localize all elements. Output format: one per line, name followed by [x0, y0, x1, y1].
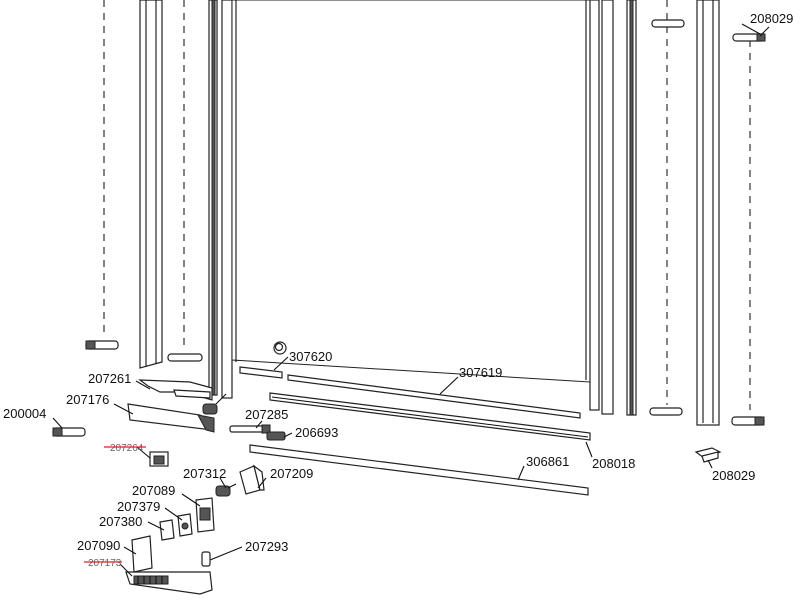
spring-206693	[266, 431, 286, 441]
part-number-labels: 208029 307620 307619 207261 207176 20000…	[3, 11, 793, 569]
cap-207090	[131, 535, 153, 573]
bracket-208029	[694, 447, 722, 463]
pin-207293	[201, 551, 211, 567]
axle-207285	[229, 424, 271, 434]
label-207379: 207379	[117, 499, 160, 514]
label-207173-obsolete: 207173	[88, 558, 122, 569]
clip-207264	[149, 451, 169, 467]
screw-207312	[215, 483, 237, 497]
insert-207379	[177, 513, 193, 537]
label-207380: 207380	[99, 514, 142, 529]
insert-207380	[159, 519, 175, 541]
label-207209: 207209	[270, 466, 313, 481]
label-207264-obsolete: 207264	[110, 443, 144, 454]
label-306861: 306861	[526, 454, 569, 469]
bottom-seal-307619	[287, 374, 581, 419]
glass-panel	[231, 0, 591, 383]
guide-rail-208018	[269, 392, 591, 441]
right-bottom-pins	[649, 407, 765, 426]
cover-207176	[127, 403, 215, 433]
leader-lines	[52, 26, 770, 577]
cap-207209	[239, 464, 265, 495]
spring-roller	[202, 393, 227, 415]
wall-plug-200004	[52, 427, 86, 437]
left-fixed-profile	[139, 0, 163, 369]
label-207261: 207261	[88, 371, 131, 386]
top-right-pins	[651, 19, 766, 42]
small-rod-307620	[239, 366, 283, 379]
label-207090: 207090	[77, 538, 120, 553]
label-208029-bottom: 208029	[712, 468, 755, 483]
pin-left	[167, 353, 203, 362]
right-fixed-profile	[626, 0, 720, 426]
label-208029-top: 208029	[750, 11, 793, 26]
left-wall-dashed-guides	[103, 0, 185, 350]
label-206693: 206693	[295, 425, 338, 440]
wall-plug-left	[85, 340, 119, 350]
sweep-306861	[249, 444, 589, 496]
label-207176: 207176	[66, 392, 109, 407]
label-208018: 208018	[592, 456, 635, 471]
left-door-profile	[208, 0, 233, 399]
ring-307620	[273, 341, 287, 355]
label-207089: 207089	[132, 483, 175, 498]
label-307619: 307619	[459, 365, 502, 380]
label-307620: 307620	[289, 349, 332, 364]
label-200004: 200004	[3, 406, 46, 421]
label-207285: 207285	[245, 407, 288, 422]
housing-207089	[195, 497, 215, 533]
right-wall-dashed-guides	[666, 0, 751, 410]
bracket-207261	[138, 379, 213, 401]
label-207293: 207293	[245, 539, 288, 554]
right-door-profile	[589, 0, 614, 415]
label-207312: 207312	[183, 466, 226, 481]
handle-207173	[125, 571, 213, 595]
